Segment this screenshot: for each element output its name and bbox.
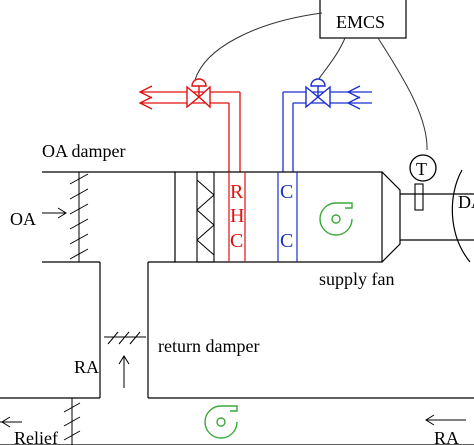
temperature-sensor-icon[interactable]: T [409,154,437,211]
supply-fan-label: supply fan [319,269,395,289]
hot-water-valve-icon[interactable] [186,78,211,109]
reheat-coil-label-h: H [230,205,244,227]
thermostat-label: T [416,159,427,179]
discharge-air-label: DA [458,192,474,212]
emcs-label: EMCS [336,12,385,32]
outside-air-label: OA [10,209,36,229]
return-air-label: RA [74,357,99,377]
return-damper-icon[interactable] [104,331,146,345]
relief-air-label: Relief [14,428,58,445]
filter-icon [196,171,215,263]
oa-damper-icon[interactable] [69,172,89,262]
discharge-duct: DA [400,169,474,263]
cooling-coil-label-c1: C [280,181,293,203]
air-handling-unit: R H C C C [174,171,401,263]
control-wires [194,12,428,151]
supply-fan-icon [319,202,353,236]
relief-air: Relief RA [0,414,474,445]
reheat-coil-label-c: C [230,230,243,252]
emcs-controller: EMCS [319,0,407,39]
hot-water-piping [138,85,241,172]
return-air-inlet-label: RA [434,428,459,445]
reheat-coil-label-r: R [230,181,244,203]
chilled-water-valve-icon[interactable] [305,78,331,109]
outside-air-intake: OA damper OA [10,141,175,263]
cooling-coil-label-c2: C [280,230,293,252]
return-damper-label: return damper [158,336,259,356]
relief-damper-icon[interactable] [63,398,81,445]
oa-damper-label: OA damper [42,141,125,161]
return-air-duct: RA return damper supply fan [0,262,474,399]
return-fan-icon [204,405,238,439]
